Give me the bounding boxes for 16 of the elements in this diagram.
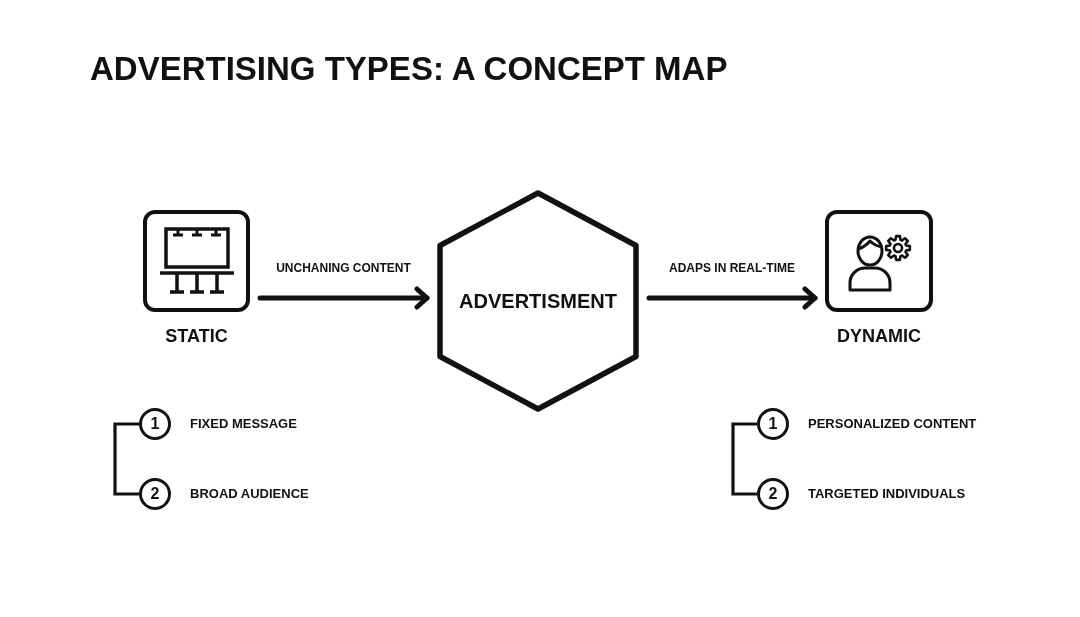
list-item-text: BROAD AUDIENCE <box>190 486 309 502</box>
step-number: 1 <box>139 408 171 440</box>
list-item-text: FIXED MESSAGE <box>190 416 297 432</box>
step-number: 1 <box>757 408 789 440</box>
bracket-connector <box>113 422 139 496</box>
bracket-connector <box>731 422 757 496</box>
list-item-text: PERSONALIZED CONTENT <box>808 416 977 432</box>
node-label: DYNAMIC <box>837 325 921 347</box>
arrow <box>257 286 430 310</box>
list-item-text: TARGETED INDIVIDUALS <box>808 486 966 502</box>
node-label: STATIC <box>165 325 228 347</box>
step-number: 2 <box>139 478 171 510</box>
arrow <box>646 286 818 310</box>
node-label: ADVERTISMENT <box>459 289 617 313</box>
title: ADVERTISING TYPES: A CONCEPT MAP <box>90 51 728 87</box>
step-number: 2 <box>757 478 789 510</box>
